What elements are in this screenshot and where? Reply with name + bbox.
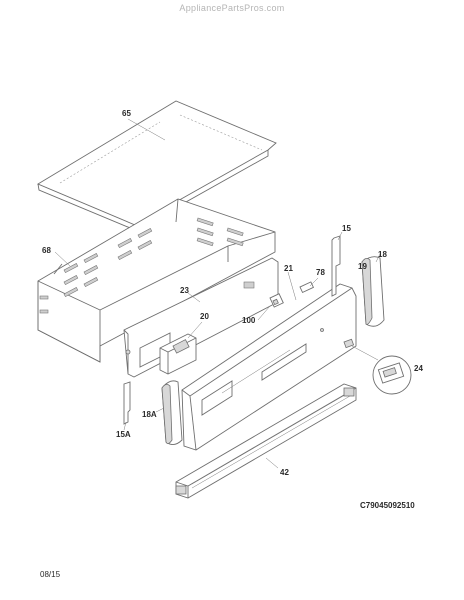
date-code: 08/15 [40, 570, 61, 579]
callout-24: 24 [414, 364, 423, 373]
part-24-rocker-switch [343, 338, 412, 395]
chassis-vents [39, 217, 244, 314]
part-15-bracket [331, 231, 343, 297]
callout-78: 78 [316, 268, 325, 277]
part-65-top-cover [37, 100, 277, 231]
callout-18A: 18A [142, 410, 157, 419]
callout-15: 15 [342, 224, 351, 233]
callout-19: 19 [358, 262, 367, 271]
part-18A-end-cap [155, 380, 183, 445]
part-100-switch [257, 293, 284, 321]
callout-23: 23 [180, 286, 189, 295]
diagram-code: C79045092510 [360, 501, 415, 510]
part-21-front-panel [181, 271, 357, 451]
callout-100: 100 [242, 316, 256, 325]
watermark: AppliancePartsPros.com [179, 3, 285, 13]
callout-18: 18 [378, 250, 387, 259]
part-78-clip [299, 277, 319, 294]
callout-68: 68 [42, 246, 51, 255]
part-68-chassis [37, 198, 276, 363]
part-20-control-module [159, 321, 203, 375]
part-15A-bracket [123, 381, 131, 431]
part-18-end-cap [361, 253, 385, 327]
callout-65: 65 [122, 109, 131, 118]
callout-15A: 15A [116, 430, 131, 439]
part-42-trim-strip [175, 383, 357, 499]
callout-42: 42 [280, 468, 289, 477]
callout-20: 20 [200, 312, 209, 321]
callout-21: 21 [284, 264, 293, 273]
